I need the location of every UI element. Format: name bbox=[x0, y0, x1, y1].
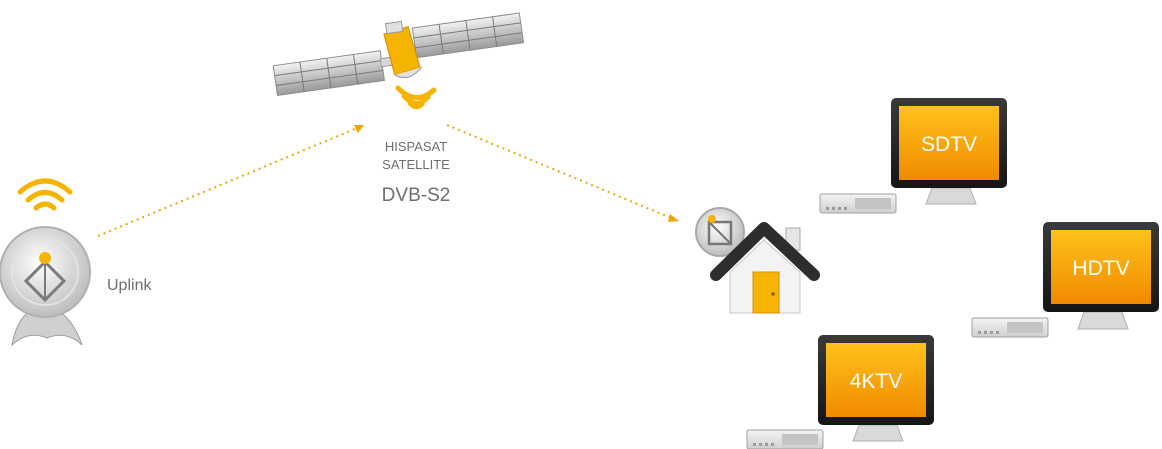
home-dish-icon bbox=[695, 207, 745, 257]
tv-label: HDTV bbox=[1072, 257, 1129, 280]
tv-label: SDTV bbox=[921, 133, 977, 156]
satellite-icon bbox=[272, 12, 525, 97]
tv-label: 4KTV bbox=[850, 370, 903, 393]
uplink-label: Uplink bbox=[107, 277, 152, 294]
house-icon bbox=[710, 222, 820, 314]
tv-icon bbox=[891, 98, 1007, 205]
uplink-path bbox=[97, 125, 363, 237]
tv-hdtv: HDTV bbox=[971, 222, 1159, 338]
signal-waves-icon bbox=[17, 178, 73, 211]
set-top-box-icon bbox=[971, 317, 1049, 338]
uplink-dish-icon bbox=[0, 226, 91, 347]
tv-4ktv: 4KTV bbox=[746, 335, 934, 449]
tv-sdtv: SDTV bbox=[819, 98, 1007, 214]
set-top-box-icon bbox=[746, 429, 824, 449]
left-solar-panel bbox=[272, 50, 385, 97]
standard-label: DVB-S2 bbox=[382, 185, 451, 206]
uplink-arrowhead bbox=[354, 125, 364, 133]
downlink-arrowhead bbox=[668, 214, 679, 222]
signal-waves-icon bbox=[395, 85, 437, 110]
satellite-name-line2: SATELLITE bbox=[382, 157, 450, 172]
tv-icon bbox=[1043, 222, 1159, 330]
home-receiver bbox=[695, 207, 820, 314]
satellite-name-line1: HISPASAT bbox=[385, 139, 447, 154]
downlink-path bbox=[446, 124, 677, 221]
uplink-station bbox=[0, 178, 91, 347]
set-top-box-icon bbox=[819, 193, 897, 214]
right-solar-panel bbox=[411, 12, 525, 59]
tv-icon bbox=[818, 335, 934, 442]
